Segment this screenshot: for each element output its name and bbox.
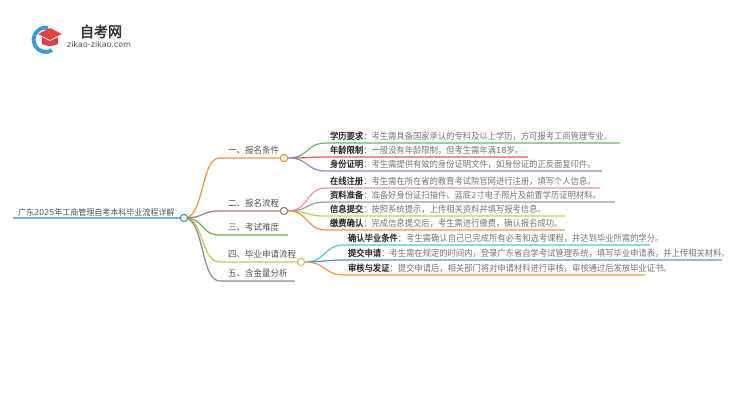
- leaf-text: ：完成信息提交后，考生需进行缴费，确认报名成功。: [363, 218, 563, 228]
- leaf-node[interactable]: 审核与发证：提交申请后，相关部门将对申请材料进行审核，审核通过后发放毕业证书。: [348, 263, 672, 274]
- node-toggle: [296, 257, 306, 267]
- leaf-title: 资料准备: [330, 190, 364, 200]
- branch-line: [183, 210, 284, 219]
- node-toggle: [279, 153, 289, 163]
- leaf-line: [287, 156, 528, 159]
- logo-icon: [31, 25, 62, 54]
- logo-url: zikao-zikao.com: [67, 40, 131, 49]
- branch-line: [183, 157, 284, 219]
- leaf-node[interactable]: 缴费确认：完成信息提交后，考生需进行缴费，确认报名成功。: [330, 218, 562, 229]
- leaf-text: ：按照系统提示，上传相关资料并填写报考信息。: [363, 204, 546, 214]
- node-toggle: [179, 213, 189, 223]
- leaf-text: ：一般没有年龄限制，但考生需年满18岁。: [363, 145, 524, 155]
- leaf-title: 缴费确认: [330, 218, 364, 228]
- leaf-title: 审核与发证: [348, 263, 390, 273]
- leaf-node[interactable]: 在线注册：考生需在所在省的教育考试院官网进行注册，填写个人信息。: [330, 176, 596, 187]
- branch-node[interactable]: 四、毕业申请流程: [228, 250, 297, 260]
- branch-node[interactable]: 五、含金量分析: [228, 269, 288, 279]
- leaf-text: ：准备好身份证扫描件、蓝底2寸电子照片及前置学历证明材料。: [363, 190, 601, 200]
- leaf-title: 提交申请: [348, 248, 382, 258]
- node-toggle: [279, 206, 289, 216]
- leaf-text: ：考生需确认自己已完成所有必考和选考课程，并达到毕业所需的学分。: [397, 233, 664, 243]
- leaf-title: 年龄限制: [330, 145, 364, 155]
- root-node[interactable]: 广东2025年工商管理自考本科毕业流程详解: [18, 208, 175, 217]
- leaf-node[interactable]: 确认毕业条件：考生需确认自己已完成所有必考和选考课程，并达到毕业所需的学分。: [348, 233, 663, 244]
- leaf-node[interactable]: 资料准备：准备好身份证扫描件、蓝底2寸电子照片及前置学历证明材料。: [330, 190, 601, 201]
- leaf-title: 信息提交: [330, 204, 364, 214]
- leaf-title: 确认毕业条件: [348, 233, 398, 243]
- leaf-text: ：提交申请后，相关部门将对申请材料进行审核，审核通过后发放毕业证书。: [389, 263, 672, 273]
- leaf-text: ：考生需在规定的时间内，登录广东省自学考试管理系统，填写毕业申请表，并上传相关材…: [381, 248, 730, 258]
- leaf-line: [287, 210, 565, 231]
- leaf-line: [304, 261, 645, 276]
- branch-node[interactable]: 二、报名流程: [228, 199, 280, 209]
- leaf-node[interactable]: 身份证明：考生需提供有效的身份证明文件，如身份证的正反面复印件。: [330, 159, 596, 170]
- leaf-text: ：考生需具备国家承认的专科及以上学历，方可报考工商管理专业。: [363, 131, 613, 141]
- leaf-node[interactable]: 年龄限制：一般没有年龄限制，但考生需年满18岁。: [330, 145, 523, 156]
- leaf-text: ：考生需在所在省的教育考试院官网进行注册，填写个人信息。: [363, 176, 596, 186]
- leaf-node[interactable]: 信息提交：按照系统提示，上传相关资料并填写报考信息。: [330, 204, 546, 215]
- leaf-title: 在线注册: [330, 176, 364, 186]
- leaf-node[interactable]: 提交申请：考生需在规定的时间内，登录广东省自学考试管理系统，填写毕业申请表，并上…: [348, 248, 730, 259]
- leaf-title: 身份证明: [330, 159, 364, 169]
- leaf-line: [287, 157, 602, 172]
- branch-node[interactable]: 一、报名条件: [228, 146, 280, 156]
- leaf-text: ：考生需提供有效的身份证明文件，如身份证的正反面复印件。: [363, 159, 596, 169]
- logo-name: 自考网: [80, 25, 122, 41]
- branch-node[interactable]: 三、考试难度: [228, 223, 280, 233]
- leaf-line: [304, 259, 722, 263]
- branch-line: [183, 217, 295, 282]
- leaf-title: 学历要求: [330, 131, 364, 141]
- leaf-node[interactable]: 学历要求：考生需具备国家承认的专科及以上学历，方可报考工商管理专业。: [330, 131, 612, 142]
